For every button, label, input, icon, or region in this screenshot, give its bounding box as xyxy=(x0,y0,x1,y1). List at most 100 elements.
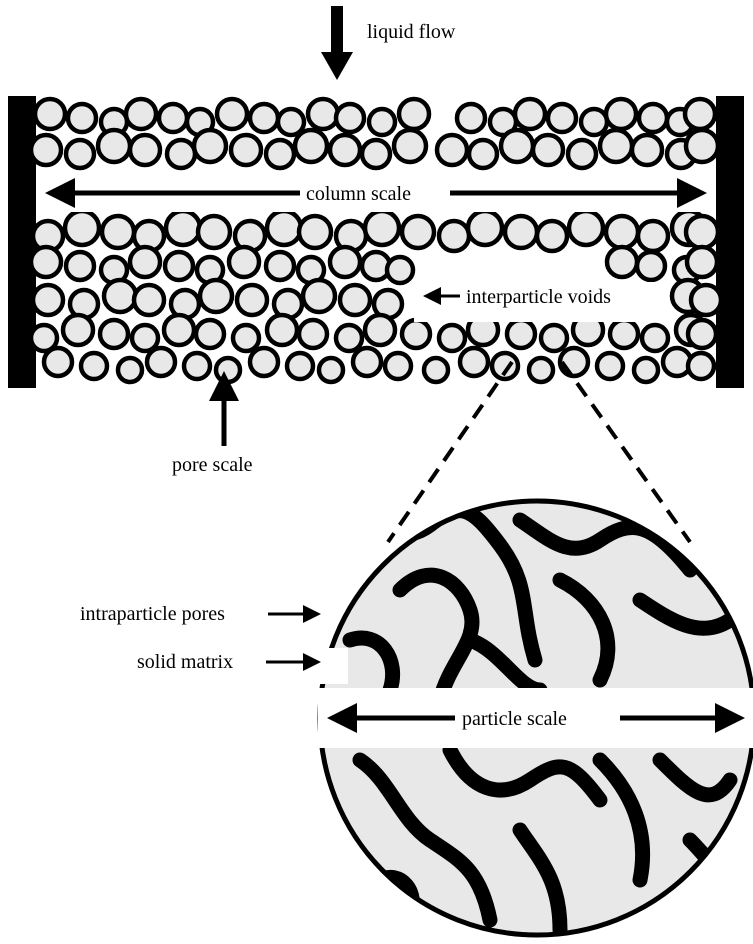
packed-particle xyxy=(216,358,240,382)
packed-particle xyxy=(688,353,714,379)
packed-particle xyxy=(439,221,469,251)
column-wall-right xyxy=(716,96,744,388)
packed-particle xyxy=(439,325,465,351)
packed-particle xyxy=(166,211,200,245)
packed-particle xyxy=(533,135,563,165)
packed-particle xyxy=(639,104,667,132)
packed-particle xyxy=(642,325,668,351)
packed-particle xyxy=(365,315,395,345)
packed-particle xyxy=(437,135,467,165)
solid-matrix-gap xyxy=(318,648,348,684)
packed-particle xyxy=(610,320,638,348)
packed-particle xyxy=(597,353,623,379)
packed-particle xyxy=(353,348,381,376)
particle-scale-label: particle scale xyxy=(462,708,567,730)
pore-scale-label: pore scale xyxy=(172,454,253,476)
packed-particle xyxy=(515,99,545,129)
packed-particle xyxy=(237,285,267,315)
packed-particle xyxy=(600,130,632,162)
packed-particle xyxy=(287,353,313,379)
packed-particle xyxy=(394,130,426,162)
packed-particle xyxy=(229,247,259,277)
packed-particle xyxy=(686,216,718,248)
packed-particle xyxy=(100,320,128,348)
packed-particle xyxy=(569,211,603,245)
packed-particle xyxy=(68,104,96,132)
packed-particle xyxy=(460,348,488,376)
packed-particle xyxy=(184,353,210,379)
packed-particle xyxy=(568,140,596,168)
packed-particle xyxy=(250,104,278,132)
packed-particle xyxy=(159,104,187,132)
packed-particle xyxy=(336,325,362,351)
packed-particle xyxy=(118,358,142,382)
packed-particle xyxy=(98,130,130,162)
liquid-flow-label: liquid flow xyxy=(367,21,456,43)
packed-particle xyxy=(688,320,716,348)
packed-particle xyxy=(340,285,370,315)
packed-particle xyxy=(278,109,304,135)
packed-particle xyxy=(687,247,717,277)
packed-particle xyxy=(250,348,278,376)
packed-particle xyxy=(102,216,134,248)
packed-particle xyxy=(295,130,327,162)
packed-particle xyxy=(632,135,662,165)
packed-particle xyxy=(267,211,301,245)
packed-particle xyxy=(165,252,193,280)
packed-particle xyxy=(217,99,247,129)
packed-particle xyxy=(686,130,718,162)
packed-particle xyxy=(399,99,429,129)
packed-particle xyxy=(134,285,164,315)
packed-particle xyxy=(33,285,63,315)
packed-particle xyxy=(65,211,99,245)
packed-particle xyxy=(638,221,668,251)
packed-particle xyxy=(200,280,232,312)
packed-particle xyxy=(267,315,297,345)
packed-particle xyxy=(319,358,343,382)
packed-particle xyxy=(63,315,93,345)
packed-particle xyxy=(607,247,637,277)
packed-particle xyxy=(194,130,226,162)
liquid-flow-arrow xyxy=(321,6,353,80)
packed-particle xyxy=(44,348,72,376)
packed-particle xyxy=(541,325,567,351)
packed-particle xyxy=(147,348,175,376)
packed-particle xyxy=(299,320,327,348)
packed-particle xyxy=(402,216,434,248)
packed-particle xyxy=(606,216,638,248)
packed-particle xyxy=(164,315,194,345)
solid-matrix-label: solid matrix xyxy=(137,651,233,673)
packed-particle xyxy=(362,140,390,168)
packed-particle xyxy=(35,99,65,129)
packed-particle xyxy=(330,247,360,277)
packed-particle xyxy=(581,109,607,135)
packed-particles xyxy=(31,99,721,382)
packed-particle xyxy=(606,99,636,129)
packed-particle xyxy=(330,135,360,165)
column-scale-label: column scale xyxy=(306,183,411,205)
packed-particle xyxy=(196,320,224,348)
packed-particle xyxy=(505,216,537,248)
packed-particle xyxy=(81,353,107,379)
intraparticle-pores-label: intraparticle pores xyxy=(80,603,225,625)
packed-particle xyxy=(167,140,195,168)
packed-particle xyxy=(299,216,331,248)
packed-particle xyxy=(507,320,535,348)
packed-particle xyxy=(130,247,160,277)
packed-particle xyxy=(231,135,261,165)
packed-particle xyxy=(126,99,156,129)
packed-particle xyxy=(233,325,259,351)
packed-particle xyxy=(469,140,497,168)
packed-particle xyxy=(303,280,335,312)
packed-particle xyxy=(691,285,721,315)
packed-particle xyxy=(685,99,715,129)
packed-particle xyxy=(308,99,338,129)
packed-particle xyxy=(387,257,413,283)
packed-particle xyxy=(537,221,567,251)
packed-particle xyxy=(130,135,160,165)
packed-particle xyxy=(336,104,364,132)
packed-particle xyxy=(266,252,294,280)
packed-particle xyxy=(385,353,411,379)
interparticle-voids-label: interparticle voids xyxy=(466,286,611,308)
